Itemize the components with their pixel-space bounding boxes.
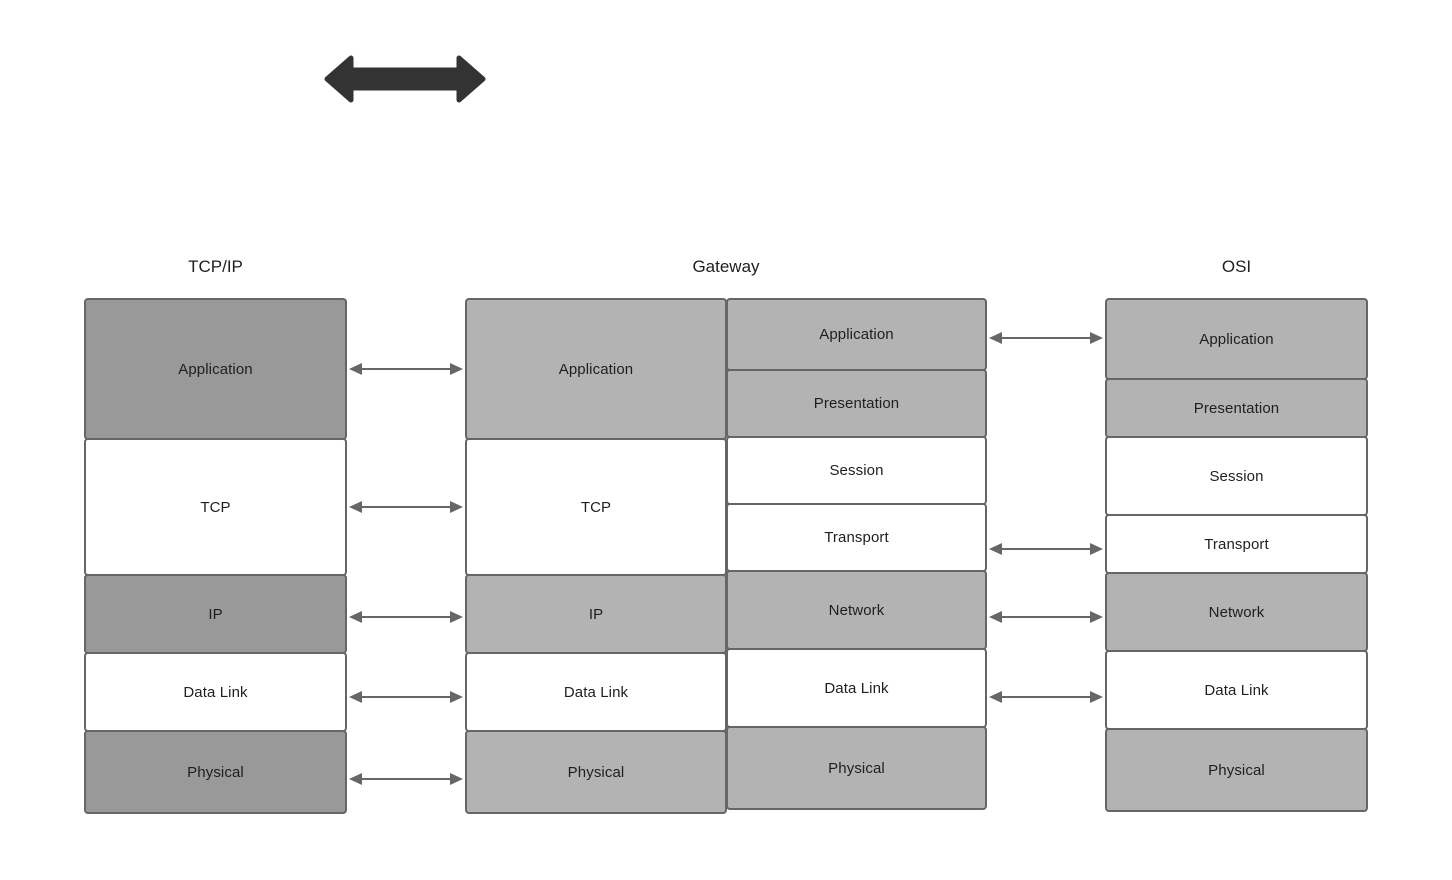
- layer-box[interactable]: Application: [465, 298, 727, 440]
- layer-box[interactable]: IP: [465, 574, 727, 654]
- connector-arrow-icon: [989, 541, 1103, 557]
- double-headed-arrow-icon: [323, 54, 487, 104]
- layer-label: Transport: [824, 529, 889, 546]
- connector-arrow-icon: [989, 330, 1103, 346]
- layer-label: Physical: [828, 759, 885, 777]
- layer-label: TCP: [580, 498, 612, 516]
- layer-box[interactable]: TCP: [84, 438, 347, 576]
- layer-box[interactable]: Data Link: [1105, 650, 1368, 730]
- layer-box[interactable]: Data Link: [465, 652, 727, 732]
- layer-label: Application: [178, 360, 253, 378]
- layer-box[interactable]: Application: [726, 298, 987, 371]
- layer-box[interactable]: Data Link: [84, 652, 347, 732]
- layer-box[interactable]: Data Link: [726, 648, 987, 728]
- layer-box[interactable]: Physical: [1105, 728, 1368, 812]
- layer-label: Network: [828, 601, 885, 619]
- layer-label: Physical: [567, 763, 625, 781]
- layer-box[interactable]: Session: [1105, 436, 1368, 516]
- layer-label: Data Link: [563, 683, 629, 701]
- layer-label: Data Link: [1204, 681, 1269, 699]
- layer-label: Application: [819, 326, 894, 343]
- layer-box[interactable]: TCP: [465, 438, 727, 576]
- layer-box[interactable]: Physical: [726, 726, 987, 810]
- connector-arrow-icon: [349, 499, 463, 515]
- layer-label: IP: [208, 605, 223, 623]
- layer-box[interactable]: Session: [726, 436, 987, 505]
- layer-label: Network: [1208, 603, 1265, 621]
- layer-box[interactable]: Presentation: [726, 369, 987, 438]
- connector-arrow-icon: [349, 361, 463, 377]
- connector-arrow-icon: [349, 609, 463, 625]
- layer-box[interactable]: Application: [1105, 298, 1368, 380]
- layer-label: Data Link: [824, 679, 889, 697]
- layer-label: Transport: [1204, 535, 1269, 553]
- layer-label: IP: [588, 605, 604, 623]
- layer-label: Data Link: [183, 683, 248, 701]
- layer-box[interactable]: Physical: [465, 730, 727, 814]
- layer-label: Application: [558, 360, 634, 378]
- layer-box[interactable]: Application: [84, 298, 347, 440]
- layer-box[interactable]: Presentation: [1105, 378, 1368, 438]
- layer-box[interactable]: Physical: [84, 730, 347, 814]
- layer-label: Physical: [1208, 761, 1265, 779]
- layer-label: Session: [829, 462, 884, 479]
- layer-label: Application: [1199, 330, 1274, 348]
- layer-box[interactable]: Network: [726, 570, 987, 650]
- layer-label: Session: [1209, 467, 1264, 485]
- connector-arrow-icon: [349, 689, 463, 705]
- layer-label: Presentation: [1193, 399, 1280, 417]
- layer-box[interactable]: IP: [84, 574, 347, 654]
- layer-box[interactable]: Transport: [1105, 514, 1368, 574]
- column-title-gateway: Gateway: [692, 257, 760, 276]
- layer-label: TCP: [200, 498, 231, 516]
- column-title-tcpip: TCP/IP: [188, 257, 243, 276]
- layer-label: Physical: [187, 763, 244, 781]
- layer-box[interactable]: Network: [1105, 572, 1368, 652]
- layer-label: Presentation: [813, 395, 900, 412]
- connector-arrow-icon: [989, 689, 1103, 705]
- connector-arrow-icon: [349, 771, 463, 787]
- connector-arrow-icon: [989, 609, 1103, 625]
- layer-box[interactable]: Transport: [726, 503, 987, 572]
- column-title-osi: OSI: [1221, 257, 1252, 276]
